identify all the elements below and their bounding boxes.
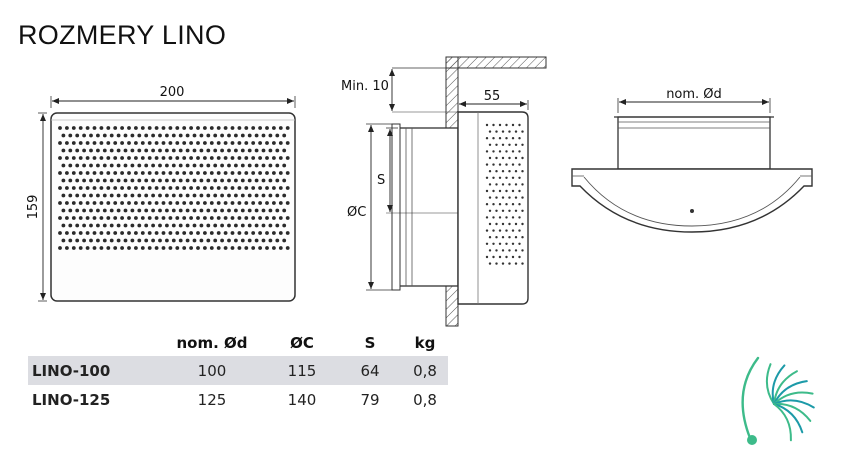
logo-fronds bbox=[765, 363, 815, 442]
spec-table: nom. Ød ØC S kg LINO-100 100 115 64 0,8 … bbox=[28, 330, 448, 414]
front-grille-body bbox=[50, 112, 296, 302]
front-grille-perforation bbox=[58, 126, 290, 250]
top-view: nom. Ød bbox=[571, 87, 813, 233]
page-title: ROZMERY LINO bbox=[18, 20, 227, 50]
front-view: 200 159 bbox=[26, 85, 296, 302]
table-header-cell: nom. Ød bbox=[176, 334, 248, 352]
table-header-cell bbox=[28, 330, 158, 356]
table-header-cell: kg bbox=[414, 334, 436, 352]
table-row: LINO-125 125 140 79 0,8 bbox=[28, 385, 448, 414]
ceiling-section bbox=[445, 56, 547, 69]
side-perforation bbox=[485, 123, 524, 265]
brand-logo bbox=[741, 356, 815, 445]
model-cell: LINO-125 bbox=[32, 390, 111, 409]
model-cell: LINO-100 bbox=[28, 356, 158, 385]
width-dimension-label: 200 bbox=[160, 85, 185, 100]
height-dimension-label: 159 bbox=[26, 195, 41, 220]
table-header-cell: ØC bbox=[290, 334, 314, 352]
nom-d-cell: 100 bbox=[158, 356, 266, 385]
s-cell: 64 bbox=[338, 356, 402, 385]
kg-cell: 0,8 bbox=[402, 356, 448, 385]
collar bbox=[617, 116, 771, 170]
depth-dimension-label: 55 bbox=[484, 89, 501, 104]
min-gap-label: Min. 10 bbox=[341, 79, 389, 94]
grille-body-top bbox=[571, 168, 813, 233]
table-header-row: nom. Ød ØC S kg bbox=[28, 330, 448, 356]
oc-cell: 115 bbox=[266, 356, 338, 385]
grille-body-side bbox=[457, 111, 529, 305]
s-dimension-label: S bbox=[377, 173, 385, 188]
s-cell: 79 bbox=[360, 390, 380, 409]
kg-cell: 0,8 bbox=[413, 390, 437, 409]
screw-point bbox=[690, 209, 694, 213]
table-header-cell: S bbox=[364, 334, 376, 352]
oc-dimension-label: ØC bbox=[347, 205, 366, 220]
table-row: LINO-100 100 115 64 0,8 bbox=[28, 356, 448, 385]
nom-d-cell: 125 bbox=[197, 390, 227, 409]
oc-cell: 140 bbox=[287, 390, 317, 409]
spigot bbox=[397, 127, 459, 287]
nom-d-dimension-label: nom. Ød bbox=[666, 87, 722, 102]
side-view: Min. 10 55 S ØC bbox=[341, 56, 547, 327]
